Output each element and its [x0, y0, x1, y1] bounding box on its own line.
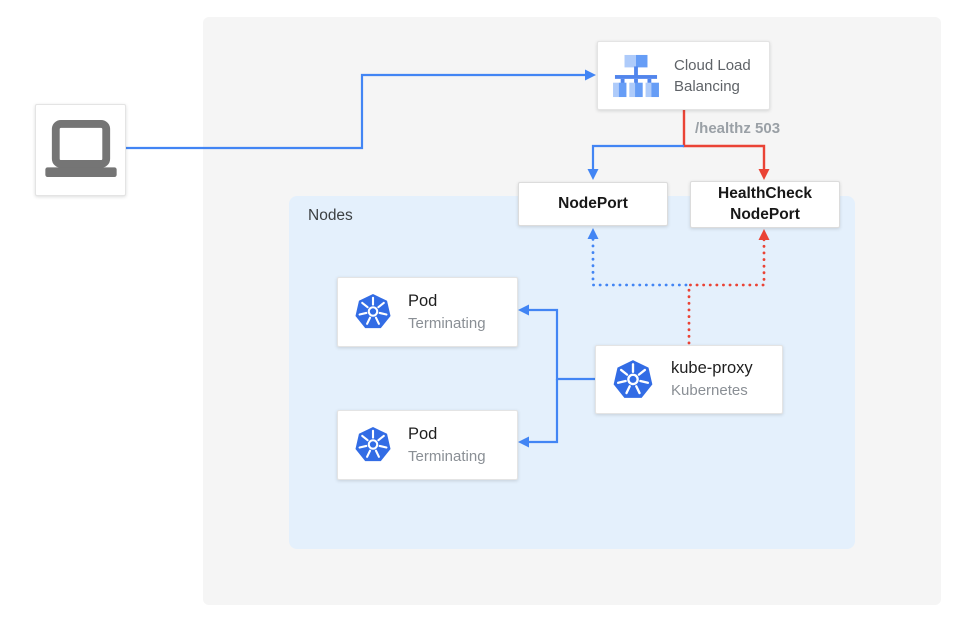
- healthz-status-label: /healthz 503: [695, 120, 781, 137]
- kubernetes-icon: [355, 427, 391, 462]
- pod-text: Pod Terminating: [408, 423, 486, 467]
- kube-proxy-text: kube-proxy Kubernetes: [671, 357, 753, 401]
- kube-proxy-subtitle: Kubernetes: [671, 382, 748, 400]
- pod-status: Terminating: [408, 447, 486, 465]
- pod-node-2: Pod Terminating: [337, 410, 518, 480]
- pod-title: Pod: [408, 424, 438, 443]
- pod-title: Pod: [408, 291, 438, 310]
- healthcheck-nodeport-node: HealthCheck NodePort: [690, 181, 840, 228]
- laptop-icon: [44, 120, 117, 177]
- kubernetes-icon: [355, 294, 391, 329]
- pod-text: Pod Terminating: [408, 290, 486, 334]
- nodeport-label: NodePort: [558, 194, 628, 212]
- cloud-load-balancing-node: Cloud Load Balancing: [597, 41, 770, 110]
- kube-proxy-title: kube-proxy: [671, 359, 753, 378]
- pod-node-1: Pod Terminating: [337, 277, 518, 347]
- load-balancer-icon: [613, 54, 659, 97]
- kubernetes-icon: [613, 359, 653, 398]
- nodeport-node: NodePort: [518, 182, 668, 226]
- nodes-group-label: Nodes: [308, 207, 353, 224]
- client-node: [35, 104, 126, 196]
- pod-status: Terminating: [408, 314, 486, 332]
- healthcheck-nodeport-label: HealthCheck NodePort: [718, 184, 812, 223]
- kube-proxy-node: kube-proxy Kubernetes: [595, 345, 783, 414]
- cloud-load-balancing-label: Cloud Load Balancing: [674, 56, 751, 95]
